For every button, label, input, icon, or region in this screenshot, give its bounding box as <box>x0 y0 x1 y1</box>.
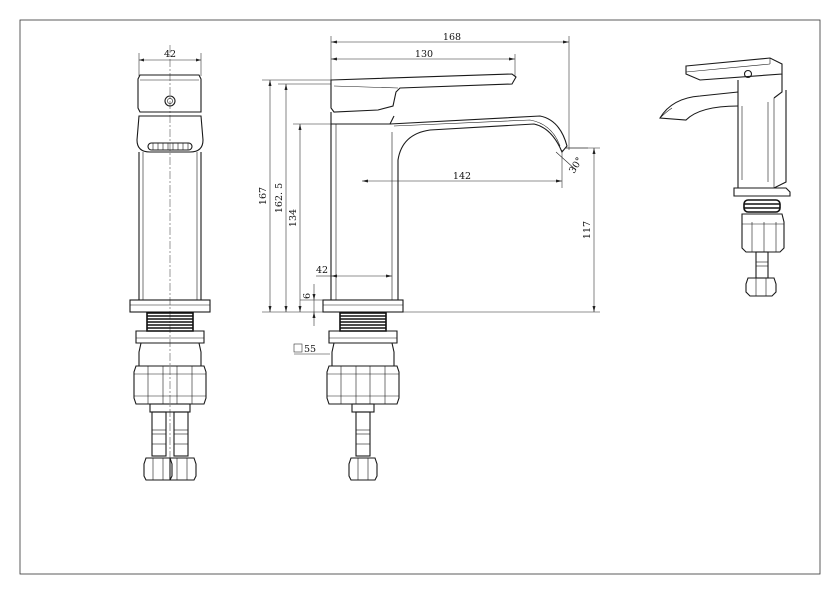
side-view: 42 <box>129 45 211 481</box>
iso-fixing-nut <box>741 213 785 253</box>
handle-length-label: 130 <box>415 49 433 60</box>
iso-threaded-shank <box>743 199 781 213</box>
front-supply-hose <box>348 403 378 481</box>
iso-base <box>733 187 791 197</box>
front-handle-lever <box>330 73 517 113</box>
isometric-view <box>659 57 791 297</box>
iso-body <box>737 90 787 189</box>
iso-spout <box>659 91 739 121</box>
side-fixing-nut <box>133 365 207 405</box>
spout-height-label: 117 <box>582 221 593 239</box>
drawing-border <box>19 19 821 575</box>
base-square-label: 55 <box>304 344 316 355</box>
side-aerator <box>147 142 193 151</box>
side-aerator-band <box>136 115 204 153</box>
iso-hose-nut <box>745 277 777 297</box>
iso-supply-hose <box>755 251 769 279</box>
front-clamp-ring <box>331 342 395 367</box>
square-symbol-icon <box>293 343 303 353</box>
side-aerator-mesh <box>152 143 189 150</box>
overall-height-label: 167 <box>258 187 269 205</box>
body-height-label: 134 <box>288 209 299 227</box>
side-washer <box>135 330 205 344</box>
front-base-plate <box>322 299 404 313</box>
front-fixing-nut <box>326 365 400 405</box>
side-body <box>138 152 202 300</box>
front-spout <box>389 115 568 300</box>
overall-length-label: 168 <box>443 32 461 43</box>
front-washer <box>328 330 398 344</box>
iso-handle <box>685 57 783 81</box>
body-width-label: 42 <box>316 265 328 276</box>
front-body-cap <box>330 112 395 125</box>
base-height-label: 6 <box>302 293 313 299</box>
side-handle-hole <box>164 95 176 107</box>
spout-reach-label: 142 <box>453 171 471 182</box>
spout-angle-label: 30° <box>567 155 585 175</box>
side-supply-hoses <box>143 403 197 481</box>
height-162-label: 162. 5 <box>274 183 285 213</box>
side-width-label: 42 <box>164 49 176 60</box>
side-handle <box>137 74 202 113</box>
side-base-plate <box>129 299 211 313</box>
front-view: 168 130 30° <box>258 32 600 481</box>
